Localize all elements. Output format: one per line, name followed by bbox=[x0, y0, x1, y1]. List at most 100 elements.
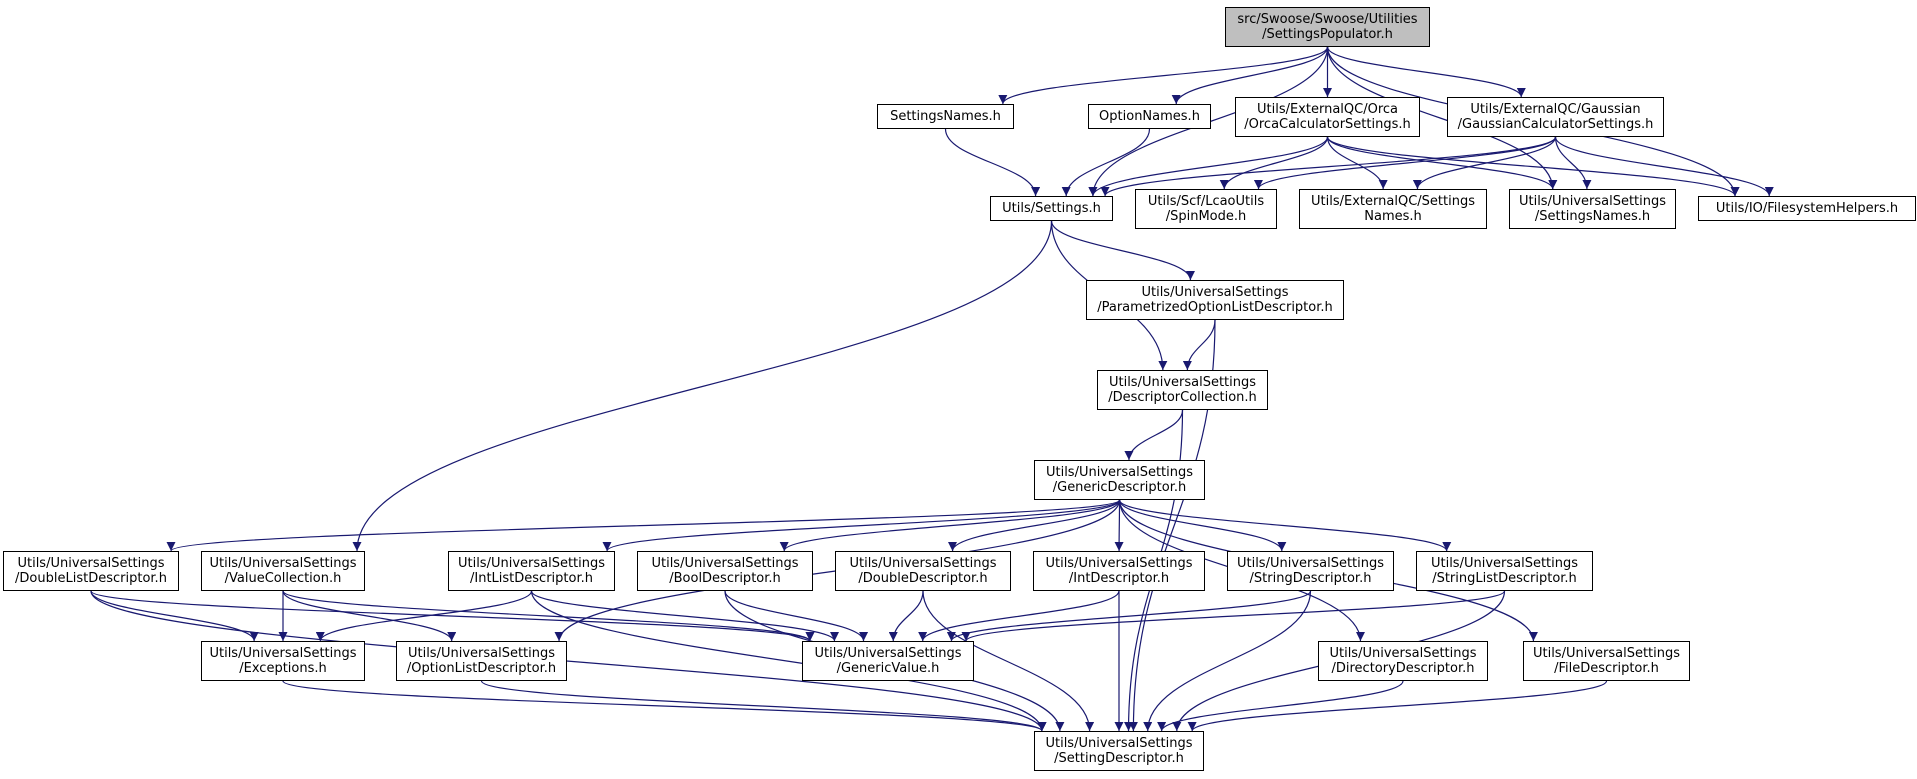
node-optionnames[interactable]: OptionNames.h bbox=[1088, 104, 1211, 129]
node-label-line: Utils/UniversalSettings bbox=[407, 646, 556, 661]
edge-root-to-optionnames bbox=[1171, 46, 1329, 105]
edge-optionlist-to-settingdesc bbox=[480, 680, 1047, 732]
edge-root-to-settingsnames bbox=[998, 46, 1329, 105]
node-label-line: Utils/ExternalQC/Gaussian bbox=[1470, 102, 1641, 117]
edge-exceptions-to-settingdesc bbox=[282, 680, 1047, 732]
node-settings[interactable]: Utils/Settings.h bbox=[990, 196, 1113, 221]
node-valuecoll[interactable]: Utils/UniversalSettings/ValueCollection.… bbox=[201, 551, 365, 591]
node-orca[interactable]: Utils/ExternalQC/Orca/OrcaCalculatorSett… bbox=[1235, 97, 1420, 137]
edge-bool-to-genericvalue bbox=[724, 590, 868, 642]
node-label-line: Utils/UniversalSettings bbox=[209, 646, 357, 661]
node-file[interactable]: Utils/UniversalSettings/FileDescriptor.h bbox=[1523, 641, 1690, 681]
edge-settingsnames-to-settings bbox=[944, 128, 1041, 197]
node-label-line: Utils/UniversalSettings bbox=[1236, 556, 1385, 571]
node-label-line: Utils/UniversalSettings bbox=[849, 556, 997, 571]
edge-directory-to-settingdesc bbox=[1157, 680, 1404, 732]
node-label-line: Utils/UniversalSettings bbox=[1045, 556, 1193, 571]
edge-generic-to-string bbox=[1118, 499, 1287, 552]
edge-orca-to-spinmode bbox=[1219, 136, 1329, 190]
node-label-line: /StringListDescriptor.h bbox=[1432, 571, 1577, 586]
edge-generic-to-intlist bbox=[602, 499, 1121, 552]
edge-gaussian-to-extsettingsnames bbox=[1412, 136, 1557, 190]
edge-optionnames-to-settings bbox=[1061, 128, 1151, 197]
edge-root-to-gaussian bbox=[1326, 46, 1526, 98]
node-genericvalue[interactable]: Utils/UniversalSettings/GenericValue.h bbox=[802, 641, 974, 681]
node-label-line: Utils/UniversalSettings bbox=[17, 556, 165, 571]
node-exceptions[interactable]: Utils/UniversalSettings/Exceptions.h bbox=[201, 641, 365, 681]
node-int[interactable]: Utils/UniversalSettings/IntDescriptor.h bbox=[1033, 551, 1205, 591]
node-label-line: /OptionListDescriptor.h bbox=[406, 661, 557, 676]
node-label-line: /ValueCollection.h bbox=[224, 571, 342, 586]
node-label-line: Utils/UniversalSettings bbox=[1329, 646, 1477, 661]
node-label-line: Utils/UniversalSettings bbox=[1045, 736, 1193, 751]
edge-intlist-to-exceptions bbox=[315, 590, 533, 642]
node-label-line: /Exceptions.h bbox=[239, 661, 327, 676]
node-spinmode[interactable]: Utils/Scf/LcaoUtils/SpinMode.h bbox=[1135, 189, 1277, 229]
node-stringlist[interactable]: Utils/UniversalSettings/StringListDescri… bbox=[1416, 551, 1593, 591]
node-label-line: Utils/IO/FilesystemHelpers.h bbox=[1715, 201, 1899, 216]
node-ussettingsnames[interactable]: Utils/UniversalSettings/SettingsNames.h bbox=[1509, 189, 1676, 229]
node-label-line: /SpinMode.h bbox=[1165, 209, 1247, 224]
node-label-line: /FileDescriptor.h bbox=[1554, 661, 1659, 676]
node-fshelpers[interactable]: Utils/IO/FilesystemHelpers.h bbox=[1698, 196, 1916, 221]
edge-generic-to-bool bbox=[779, 499, 1121, 552]
node-doublelist[interactable]: Utils/UniversalSettings/DoubleListDescri… bbox=[3, 551, 179, 591]
node-label-line: /SettingsNames.h bbox=[1534, 209, 1651, 224]
edge-desccoll-to-generic bbox=[1124, 409, 1184, 461]
node-label-line: /SettingDescriptor.h bbox=[1054, 751, 1184, 766]
node-gaussian[interactable]: Utils/ExternalQC/Gaussian/GaussianCalcul… bbox=[1447, 97, 1664, 137]
edge-stringlist-to-genericvalue bbox=[961, 590, 1506, 642]
node-label-line: Utils/UniversalSettings bbox=[1532, 646, 1681, 661]
node-label-line: /SettingsPopulator.h bbox=[1262, 27, 1393, 42]
edge-settings-to-valuecoll bbox=[352, 220, 1053, 552]
edge-gaussian-to-spinmode bbox=[1254, 136, 1557, 190]
edge-intlist-to-genericvalue bbox=[530, 590, 839, 642]
edge-double-to-genericvalue bbox=[888, 590, 924, 642]
edge-orca-to-ussettingsnames bbox=[1326, 136, 1558, 190]
edge-generic-to-stringlist bbox=[1118, 499, 1452, 552]
node-double[interactable]: Utils/UniversalSettings/DoubleDescriptor… bbox=[835, 551, 1011, 591]
node-string[interactable]: Utils/UniversalSettings/StringDescriptor… bbox=[1227, 551, 1394, 591]
node-settingsnames[interactable]: SettingsNames.h bbox=[877, 104, 1014, 129]
edge-file-to-settingdesc bbox=[1187, 680, 1608, 732]
node-label-line: Utils/ExternalQC/Orca bbox=[1256, 102, 1399, 117]
node-label-line: /GaussianCalculatorSettings.h bbox=[1457, 117, 1654, 132]
edge-settings-to-paramoptlist bbox=[1050, 220, 1195, 281]
node-root: src/Swoose/Swoose/Utilities/SettingsPopu… bbox=[1225, 7, 1430, 47]
edge-gaussian-to-ussettingsnames bbox=[1554, 136, 1592, 190]
node-label-line: Utils/UniversalSettings bbox=[1141, 285, 1289, 300]
edge-generic-to-doublelist bbox=[166, 499, 1121, 552]
edge-orca-to-fshelpers bbox=[1326, 136, 1740, 197]
node-directory[interactable]: Utils/UniversalSettings/DirectoryDescrip… bbox=[1318, 641, 1488, 681]
node-label-line: /OrcaCalculatorSettings.h bbox=[1244, 117, 1411, 132]
node-intlist[interactable]: Utils/UniversalSettings/IntListDescripto… bbox=[448, 551, 615, 591]
node-label-line: Utils/Settings.h bbox=[1002, 201, 1101, 216]
node-label-line: /BoolDescriptor.h bbox=[669, 571, 781, 586]
node-label-line: OptionNames.h bbox=[1099, 109, 1200, 124]
node-optionlist[interactable]: Utils/UniversalSettings/OptionListDescri… bbox=[396, 641, 567, 681]
node-desccoll[interactable]: Utils/UniversalSettings/DescriptorCollec… bbox=[1097, 370, 1268, 410]
edge-orca-to-extsettingsnames bbox=[1326, 136, 1388, 190]
edge-generic-to-double bbox=[948, 499, 1121, 552]
edge-gaussian-to-fshelpers bbox=[1554, 136, 1774, 197]
node-label-line: Utils/ExternalQC/Settings bbox=[1311, 194, 1475, 209]
node-label-line: src/Swoose/Swoose/Utilities bbox=[1237, 12, 1418, 27]
node-label-line: /DirectoryDescriptor.h bbox=[1331, 661, 1475, 676]
edge-orca-to-settings bbox=[1088, 136, 1329, 197]
node-settingdesc[interactable]: Utils/UniversalSettings/SettingDescripto… bbox=[1034, 731, 1204, 771]
edge-paramoptlist-to-desccoll bbox=[1182, 319, 1216, 371]
edge-valuecoll-to-optionlist bbox=[282, 590, 457, 642]
edge-doublelist-to-exceptions bbox=[90, 590, 259, 642]
node-label-line: /ParametrizedOptionListDescriptor.h bbox=[1097, 300, 1333, 315]
edge-string-to-genericvalue bbox=[947, 590, 1312, 642]
node-label-line: Utils/UniversalSettings bbox=[1430, 556, 1579, 571]
node-generic[interactable]: Utils/UniversalSettings/GenericDescripto… bbox=[1034, 460, 1205, 500]
node-bool[interactable]: Utils/UniversalSettings/BoolDescriptor.h bbox=[637, 551, 813, 591]
edge-doublelist-to-genericvalue bbox=[90, 590, 815, 642]
node-label-line: Utils/UniversalSettings bbox=[651, 556, 799, 571]
node-label-line: /DescriptorCollection.h bbox=[1108, 390, 1257, 405]
node-paramoptlist[interactable]: Utils/UniversalSettings/ParametrizedOpti… bbox=[1086, 280, 1344, 320]
